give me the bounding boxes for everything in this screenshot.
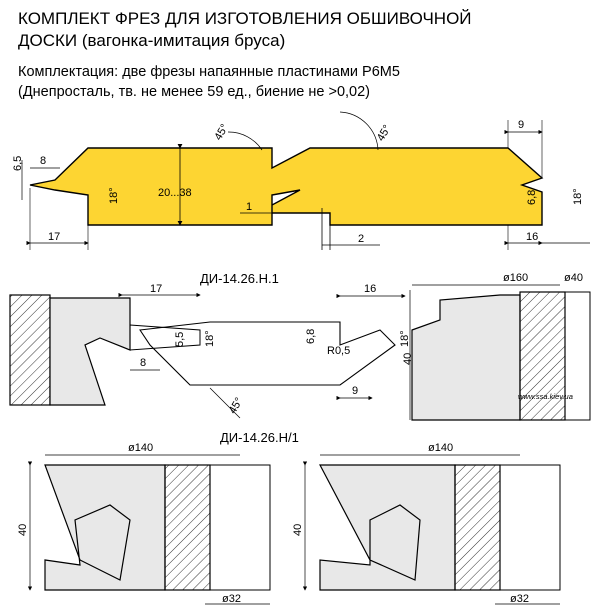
dim-right-angle: 18° (572, 188, 584, 205)
c1-dim-r05: R0,5 (327, 345, 350, 357)
c2-left-dim-140: ø140 (128, 442, 153, 454)
cutter-1-name: ДИ-14.26.Н.1 (200, 271, 279, 286)
c1-dim-160: ø160 (503, 272, 528, 284)
spec: Комплектация: две фрезы напаянные пласти… (18, 62, 400, 102)
c2-right-dim-32: ø32 (510, 593, 529, 605)
title-line-2: ДОСКИ (вагонка-имитация бруса) (18, 31, 286, 50)
cutter-1: ДИ-14.26.Н.1 17 16 5,5 18° 8 45° 6,8 R0,… (9, 271, 591, 421)
dim-thickness: 20...38 (158, 187, 192, 199)
dim-left-angle: 18° (108, 187, 120, 204)
c1-dim-6-8: 6,8 (305, 329, 317, 344)
cutter-1-left-hub (9, 294, 51, 406)
c2-left-dim-32: ø32 (222, 593, 241, 605)
dim-left-height: 6,5 (12, 156, 24, 171)
board-shape (29, 147, 544, 226)
dim-right-offset: 16 (526, 231, 538, 243)
dim-bottom-step: 2 (358, 233, 364, 245)
c1-dim-18b: 18° (399, 330, 411, 347)
c1-dim-5-5: 5,5 (174, 332, 186, 347)
spec-line-1: Комплектация: две фрезы напаянные пласти… (18, 64, 400, 80)
cutter-2-right-hub (454, 464, 501, 591)
c1-dim-16: 16 (364, 283, 376, 295)
dim-gap: 1 (246, 201, 252, 213)
title: КОМПЛЕКТ ФРЕЗ ДЛЯ ИЗГОТОВЛЕНИЯ ОБШИВОЧНО… (18, 8, 472, 52)
cutter-2-name: ДИ-14.26.Н/1 (220, 430, 299, 445)
website-url: www.ssa.kiev.ua (518, 392, 573, 401)
cutter-1-profile (139, 321, 396, 386)
c1-dim-9: 9 (352, 385, 358, 397)
cutter-2-left-body (44, 464, 166, 591)
c2-right-dim-40: 40 (292, 524, 304, 536)
cutter-1-right-hub (519, 291, 566, 421)
cutter-2: ДИ-14.26.Н/1 40 ø140 ø32 40 ø140 ø32 (17, 430, 561, 605)
dim-right-top: 9 (518, 119, 524, 131)
c2-left-dim-40: 40 (17, 524, 29, 536)
dim-left-tongue: 8 (40, 155, 46, 167)
c1-dim-45: 45° (227, 396, 246, 416)
spec-line-2: (Днепросталь, тв. не менее 59 ед., биени… (18, 84, 371, 100)
cutter-2-right-body (319, 464, 456, 591)
c1-dim-40: 40 (402, 353, 414, 365)
dim-chamfer-left: 45° (212, 122, 231, 142)
dim-right-groove: 6,8 (526, 190, 538, 205)
board-profile: 20...38 6,5 8 18° 17 1 2 45° 45° 9 6,8 1… (12, 111, 590, 250)
title-line-1: КОМПЛЕКТ ФРЕЗ ДЛЯ ИЗГОТОВЛЕНИЯ ОБШИВОЧНО… (18, 9, 472, 28)
c1-dim-17: 17 (150, 283, 162, 295)
dim-left-offset: 17 (48, 231, 60, 243)
c2-right-dim-140: ø140 (428, 442, 453, 454)
c1-dim-18a: 18° (204, 330, 216, 347)
cutter-1-left-body (49, 297, 131, 406)
c1-dim-40-bore: ø40 (564, 272, 583, 284)
cutter-2-left-hub (164, 464, 211, 591)
cutter-1-right-body (411, 294, 521, 421)
dim-chamfer-right: 45° (375, 123, 394, 143)
c1-dim-8: 8 (140, 357, 146, 369)
